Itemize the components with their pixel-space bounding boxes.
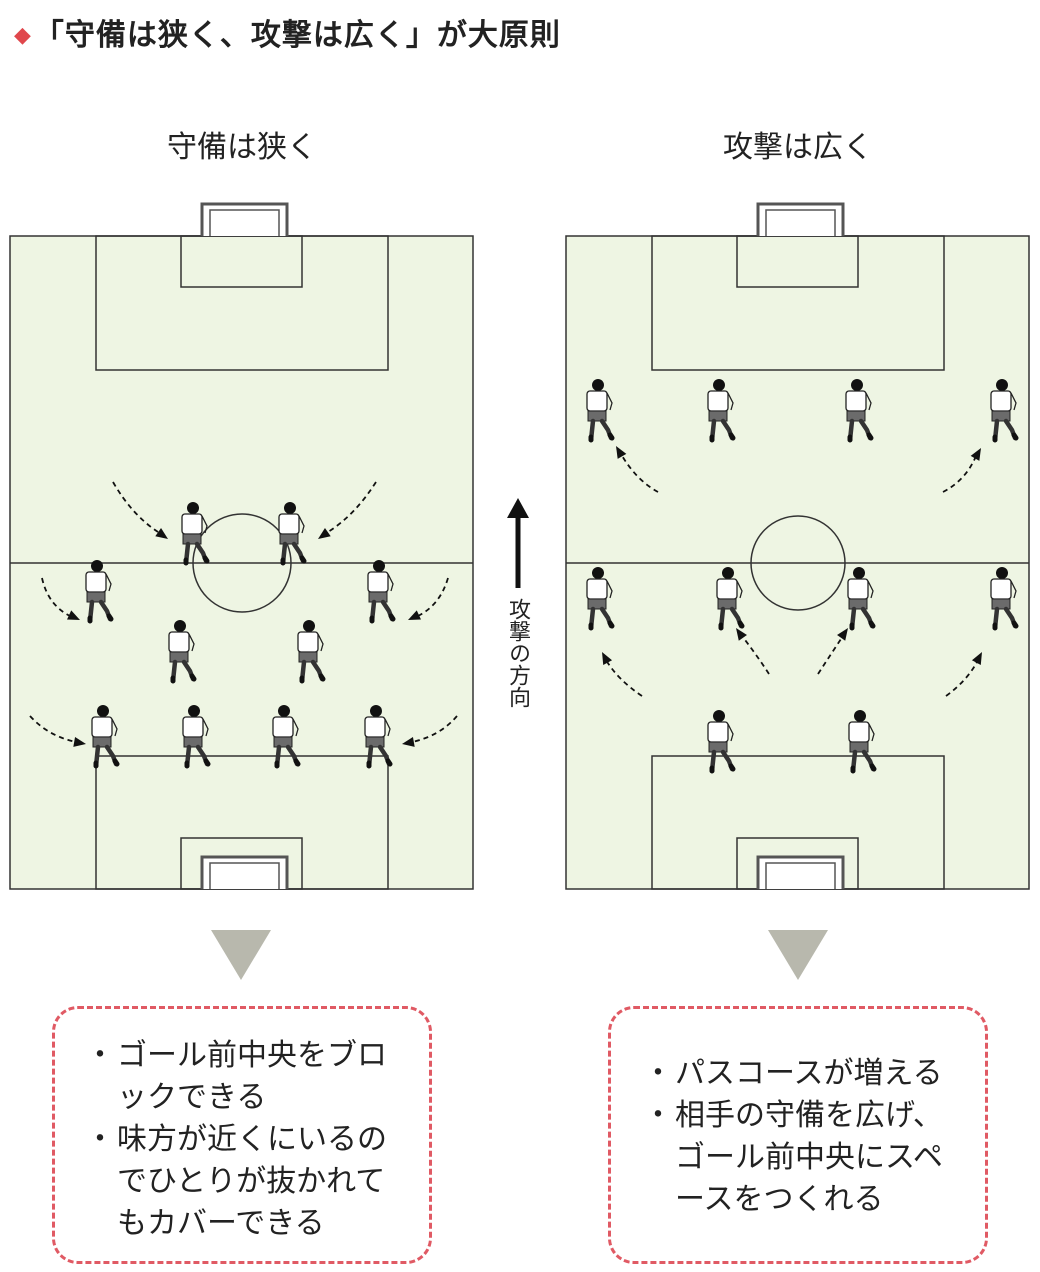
- player-figure: [182, 705, 211, 769]
- defense-pitch-diagram: [9, 202, 474, 890]
- movement-arrow: [408, 577, 449, 620]
- attack-outcome-list: パスコースが増える 相手の守備を広げ、ゴール前中央にスペースをつくれる: [643, 1053, 967, 1221]
- player-figure: [990, 379, 1019, 443]
- goal-bottom: [200, 855, 289, 889]
- attack-diagram-label: 攻撃は広く: [723, 130, 873, 165]
- attack-outcome-box: パスコースが増える 相手の守備を広げ、ゴール前中央にスペースをつくれる: [608, 1006, 988, 1264]
- movement-arrow: [817, 628, 848, 675]
- down-triangle-icon: [211, 930, 271, 980]
- player-figure: [848, 710, 877, 774]
- goal-bottom: [756, 855, 845, 889]
- player-figure: [847, 567, 876, 631]
- defense-outcome-list: ゴール前中央をブロックできる 味方が近くにいるのでひとりが抜かれてもカバーできる: [85, 1035, 409, 1245]
- pitch-markings: [9, 235, 474, 890]
- player-figure: [91, 705, 120, 769]
- player-figure: [716, 567, 745, 631]
- player-figure: [272, 705, 301, 769]
- goal-top: [756, 202, 845, 236]
- heading-text: 「守備は狭く、攻撃は広く」が大原則: [33, 18, 561, 53]
- player-figure: [707, 379, 736, 443]
- player-figure: [278, 502, 307, 566]
- player-figure: [586, 567, 615, 631]
- movement-arrow: [402, 715, 458, 747]
- player-figure: [707, 710, 736, 774]
- defense-outcome-box: ゴール前中央をブロックできる 味方が近くにいるのでひとりが抜かれてもカバーできる: [52, 1006, 432, 1264]
- attack-direction-arrow-icon: [507, 498, 529, 588]
- movement-arrow: [942, 448, 981, 493]
- page-heading: ◆「守備は狭く、攻撃は広く」が大原則: [14, 10, 561, 54]
- movement-arrow: [602, 652, 643, 697]
- player-figure: [85, 560, 114, 624]
- goal-top: [200, 202, 289, 236]
- player-figure: [297, 620, 326, 684]
- attack-pitch-diagram: [565, 202, 1030, 890]
- movement-arrow: [945, 652, 982, 697]
- attack-movement-arrows: [602, 446, 982, 697]
- defense-diagram-label: 守備は狭く: [167, 130, 317, 165]
- movement-arrow: [318, 481, 377, 539]
- player-figure: [367, 560, 396, 624]
- diamond-marker-icon: ◆: [14, 23, 32, 48]
- player-figure: [586, 379, 615, 443]
- defense-movement-arrows: [29, 481, 458, 747]
- list-item: 相手の守備を広げ、ゴール前中央にスペースをつくれる: [643, 1095, 967, 1221]
- defense-players: [85, 502, 396, 769]
- movement-arrow: [112, 481, 168, 539]
- pitch-markings: [565, 235, 1030, 890]
- list-item: 味方が近くにいるのでひとりが抜かれてもカバーできる: [85, 1119, 409, 1245]
- player-figure: [168, 620, 197, 684]
- attack-players: [586, 379, 1019, 774]
- attack-direction-label: 攻撃の方向: [505, 598, 530, 708]
- movement-arrow: [736, 628, 770, 675]
- player-figure: [990, 567, 1019, 631]
- list-item: ゴール前中央をブロックできる: [85, 1035, 409, 1119]
- movement-arrow: [29, 715, 86, 747]
- list-item: パスコースが増える: [643, 1053, 967, 1095]
- player-figure: [181, 502, 210, 566]
- player-figure: [845, 379, 874, 443]
- player-figure: [364, 705, 393, 769]
- movement-arrow: [616, 446, 659, 493]
- movement-arrow: [41, 577, 80, 620]
- down-triangle-icon: [768, 930, 828, 980]
